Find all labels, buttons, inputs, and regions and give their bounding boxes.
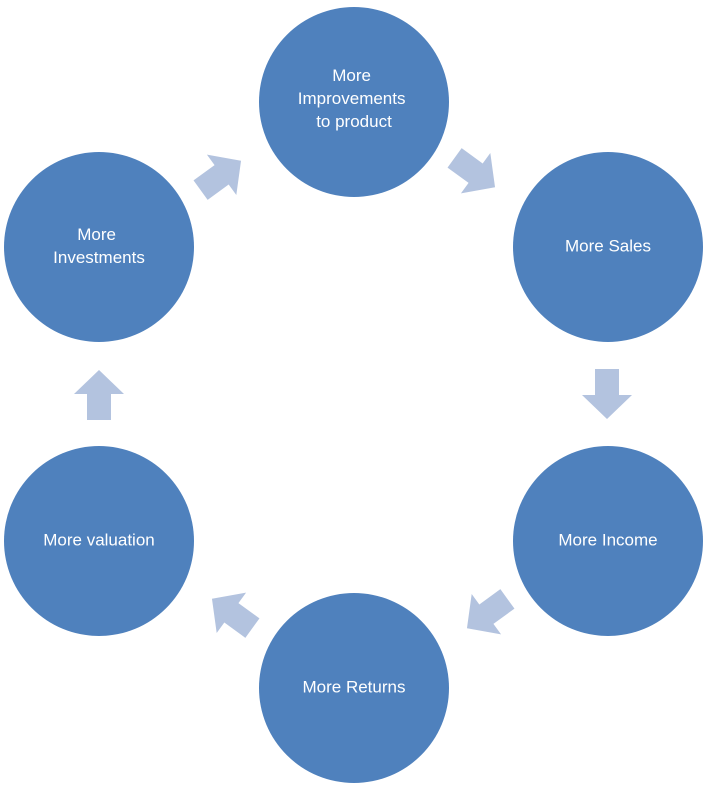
arrow-sales-to-income xyxy=(582,369,632,419)
node-sales: More Sales xyxy=(513,152,703,342)
node-returns: More Returns xyxy=(259,593,449,783)
node-investments: More Investments xyxy=(4,152,194,342)
node-valuation: More valuation xyxy=(4,446,194,636)
node-investments-label: More Investments xyxy=(53,225,145,267)
node-improvements: More Improvements to product xyxy=(259,7,449,197)
arrow-income-to-returns xyxy=(466,589,515,635)
arrow-improvements-to-sales xyxy=(447,148,496,194)
node-improvements-label: More Improvements to product xyxy=(298,66,410,131)
node-sales-label: More Sales xyxy=(565,236,651,255)
arrow-valuation-to-investments xyxy=(74,370,124,420)
arrow-returns-to-valuation xyxy=(211,592,260,638)
arrow-investments-to-improvements xyxy=(193,154,242,200)
node-income-label: More Income xyxy=(558,530,657,549)
node-returns-label: More Returns xyxy=(303,677,406,696)
node-income: More Income xyxy=(513,446,703,636)
node-valuation-label: More valuation xyxy=(43,530,155,549)
